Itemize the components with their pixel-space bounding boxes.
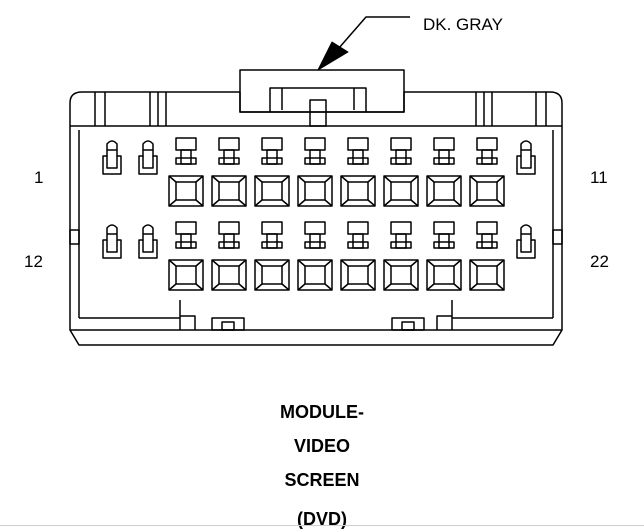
title-line-3: SCREEN: [284, 470, 360, 490]
pin-cavity: [102, 224, 122, 259]
pin-cavity: [426, 221, 462, 291]
bottom-rule: [0, 525, 644, 526]
pin-cavity: [211, 137, 247, 207]
pin-cavity: [297, 137, 333, 207]
title-line-4: (DVD): [297, 509, 347, 529]
pin-cavity: [516, 224, 536, 259]
pin-cavity: [426, 137, 462, 207]
pin-cavity: [102, 140, 122, 175]
connector-housing: [69, 91, 563, 346]
pin-cavity: [138, 140, 158, 175]
pin-cavity: [469, 137, 505, 207]
locking-tab: [239, 69, 405, 127]
pin-cavity: [297, 221, 333, 291]
pin-cavity: [211, 221, 247, 291]
pin-cavity: [254, 221, 290, 291]
pin-cavity: [516, 140, 536, 175]
color-leader: [317, 16, 410, 71]
pin-cavity: [340, 221, 376, 291]
pin-cavity: [469, 221, 505, 291]
pin-cavity: [383, 137, 419, 207]
title-line-2: VIDEO: [293, 436, 350, 456]
wire-color-label: DK. GRAY: [423, 15, 503, 34]
pin-label-1: 1: [34, 168, 44, 187]
title-line-1: MODULE-: [280, 402, 364, 422]
pin-cavity: [340, 137, 376, 207]
pin-cavity: [254, 137, 290, 207]
pin-label-11: 11: [590, 168, 608, 187]
pin-label-12: 12: [24, 252, 43, 271]
pin-cavity: [138, 224, 158, 259]
pin-cavity: [168, 221, 204, 291]
pin-cavities: [102, 137, 536, 291]
pin-cavity: [383, 221, 419, 291]
pin-label-22: 22: [590, 252, 609, 271]
pin-cavity: [168, 137, 204, 207]
